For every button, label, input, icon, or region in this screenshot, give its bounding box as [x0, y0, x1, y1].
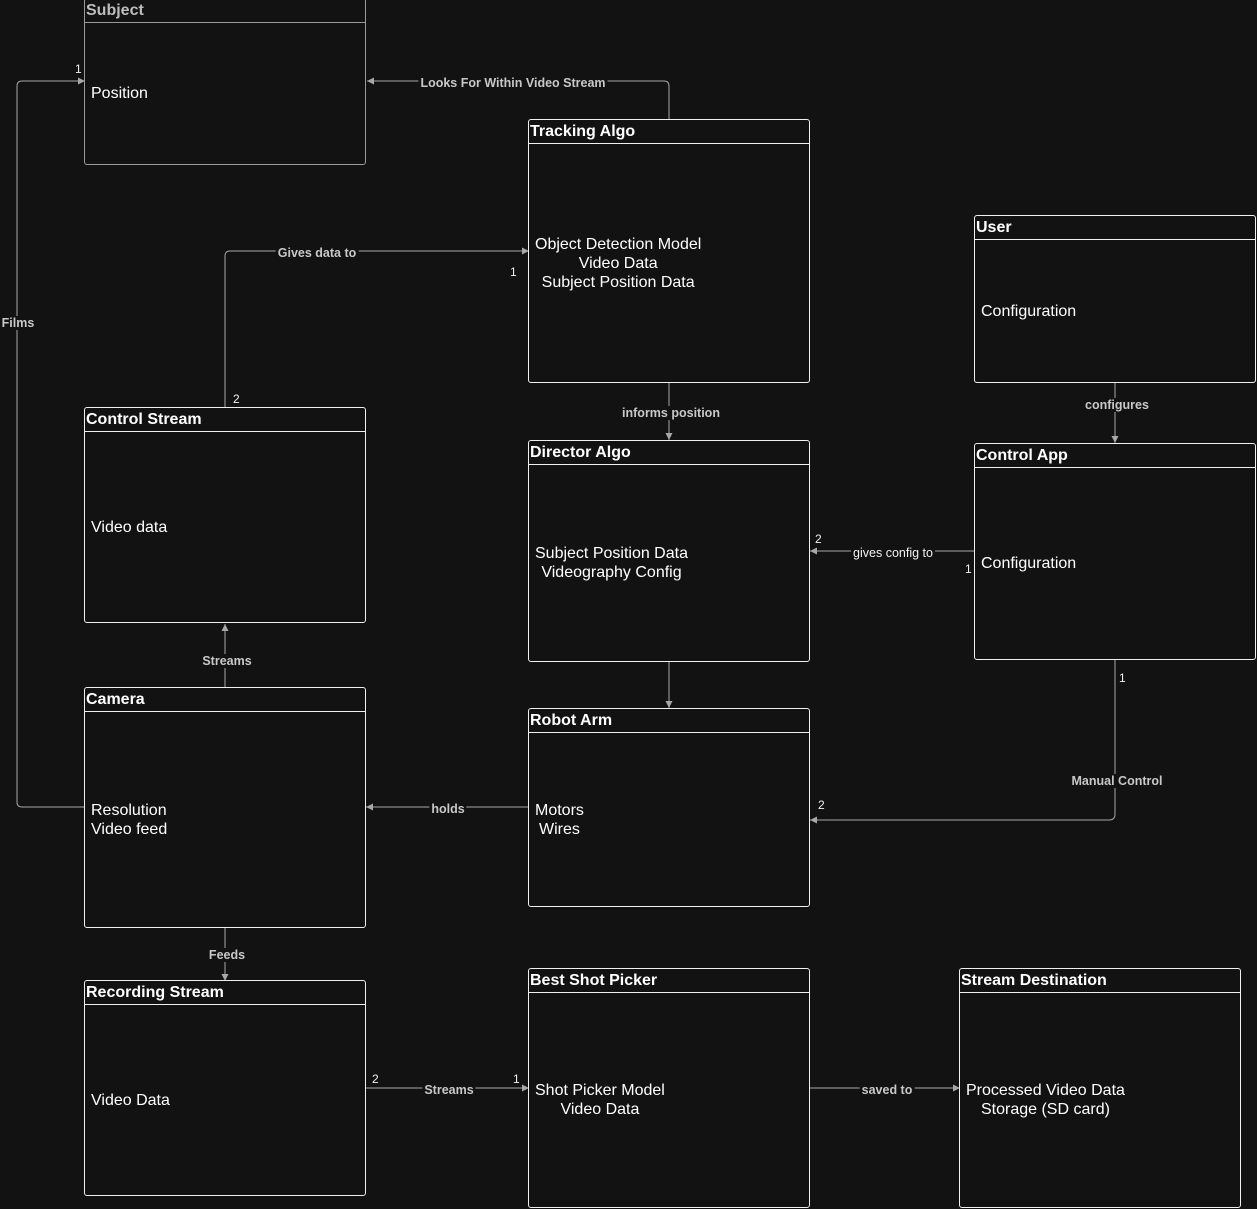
entity-attribute: Video data: [91, 518, 168, 536]
edge-label-films: Films: [0, 316, 37, 330]
edge-label-feeds: Feeds: [206, 948, 248, 962]
entity-attribute: Videography Config: [541, 564, 682, 581]
multiplicity-gives-config-target: 2: [815, 532, 822, 546]
entity-attribute: Object Detection Model: [535, 235, 702, 253]
multiplicity-gives-config-source: 1: [965, 562, 972, 576]
entity-title: Control Stream: [85, 408, 365, 432]
entity-body: Position: [91, 23, 361, 164]
entity-title: Recording Stream: [85, 981, 365, 1005]
entity-user[interactable]: User Configuration: [974, 215, 1256, 383]
entity-control-app[interactable]: Control App Configuration: [974, 443, 1256, 660]
edge-label-streams-up: Streams: [200, 654, 254, 668]
entity-attribute: Subject Position Data: [535, 545, 688, 562]
entity-attribute: Storage (SD card): [980, 1101, 1110, 1118]
edge-films[interactable]: [16, 77, 85, 808]
multiplicity-manual-control-target: 2: [818, 798, 825, 812]
entity-title: Control App: [975, 444, 1255, 468]
edge-label-saved-to: saved to: [859, 1083, 915, 1097]
edge-manual-control[interactable]: [810, 660, 1116, 824]
edge-label-streams-right: Streams: [422, 1083, 476, 1097]
multiplicity-streams-target: 1: [513, 1072, 520, 1086]
entity-title: Subject: [85, 0, 365, 23]
entity-title: Robot Arm: [529, 709, 809, 733]
edge-looks-for[interactable]: [367, 77, 670, 120]
edge-gives-data-to[interactable]: [224, 247, 529, 408]
entity-recording-stream[interactable]: Recording Stream Video Data: [84, 980, 366, 1196]
entity-best-shot-picker[interactable]: Best Shot Picker Shot Picker Model Video…: [528, 968, 810, 1208]
entity-attribute: Processed Video Data: [966, 1082, 1125, 1099]
entity-body: Configuration: [981, 240, 1251, 382]
entity-attribute: Configuration: [981, 302, 1077, 320]
edge-label-manual-control: Manual Control: [1069, 774, 1165, 788]
entity-attribute: Subject Position Data: [541, 273, 695, 291]
edge-label-gives-config-to: gives config to: [851, 546, 935, 560]
entity-robot-arm[interactable]: Robot Arm Motors Wires: [528, 708, 810, 907]
entity-title: Best Shot Picker: [529, 969, 809, 993]
edge-label-informs-position: informs position: [620, 406, 722, 420]
entity-body: Subject Position Data Videography Config: [535, 465, 688, 661]
edge-label-configures: configures: [1083, 398, 1151, 412]
multiplicity-manual-control-source: 1: [1119, 671, 1126, 685]
entity-director-algo[interactable]: Director Algo Subject Position Data Vide…: [528, 440, 810, 662]
entity-title: Stream Destination: [960, 969, 1240, 993]
entity-body: Motors Wires: [535, 733, 584, 906]
entity-body: Video Data: [91, 1005, 361, 1195]
entity-tracking-algo[interactable]: Tracking Algo Object Detection Model Vid…: [528, 119, 810, 383]
entity-body: Shot Picker Model Video Data: [535, 993, 665, 1207]
entity-attribute: Position: [91, 85, 148, 102]
entity-attribute: Video Data: [578, 254, 658, 272]
entity-subject[interactable]: Subject Position: [84, 0, 366, 165]
edge-label-looks-for: Looks For Within Video Stream: [418, 76, 608, 90]
edge-label-holds: holds: [429, 802, 467, 816]
multiplicity-films-target: 1: [75, 62, 82, 76]
multiplicity-gives-data-source: 2: [233, 392, 240, 406]
entity-title: Director Algo: [529, 441, 809, 465]
entity-title: User: [975, 216, 1255, 240]
multiplicity-gives-data-target: 1: [510, 265, 517, 279]
multiplicity-streams-source: 2: [372, 1072, 379, 1086]
entity-title: Tracking Algo: [529, 120, 809, 144]
entity-attribute: Motors: [535, 801, 584, 819]
entity-attribute: Video Data: [91, 1091, 170, 1109]
entity-control-stream[interactable]: Control Stream Video data: [84, 407, 366, 623]
entity-attribute: Video feed: [91, 820, 168, 838]
entity-attribute: Video Data: [560, 1101, 640, 1118]
entity-camera[interactable]: Camera Resolution Video feed: [84, 687, 366, 928]
entity-attribute: Shot Picker Model: [535, 1082, 665, 1099]
entity-body: Processed Video Data Storage (SD card): [966, 993, 1125, 1207]
entity-attribute: Wires: [539, 820, 580, 838]
entity-title: Camera: [85, 688, 365, 712]
entity-body: Configuration: [981, 468, 1251, 659]
entity-stream-destination[interactable]: Stream Destination Processed Video Data …: [959, 968, 1241, 1208]
entity-attribute: Configuration: [981, 555, 1077, 572]
edge-label-gives-data-to: Gives data to: [275, 246, 359, 260]
entity-body: Video data: [91, 432, 361, 622]
entity-body: Resolution Video feed: [91, 712, 361, 927]
entity-body: Object Detection Model Video Data Subjec…: [535, 144, 701, 382]
entity-attribute: Resolution: [91, 801, 167, 819]
